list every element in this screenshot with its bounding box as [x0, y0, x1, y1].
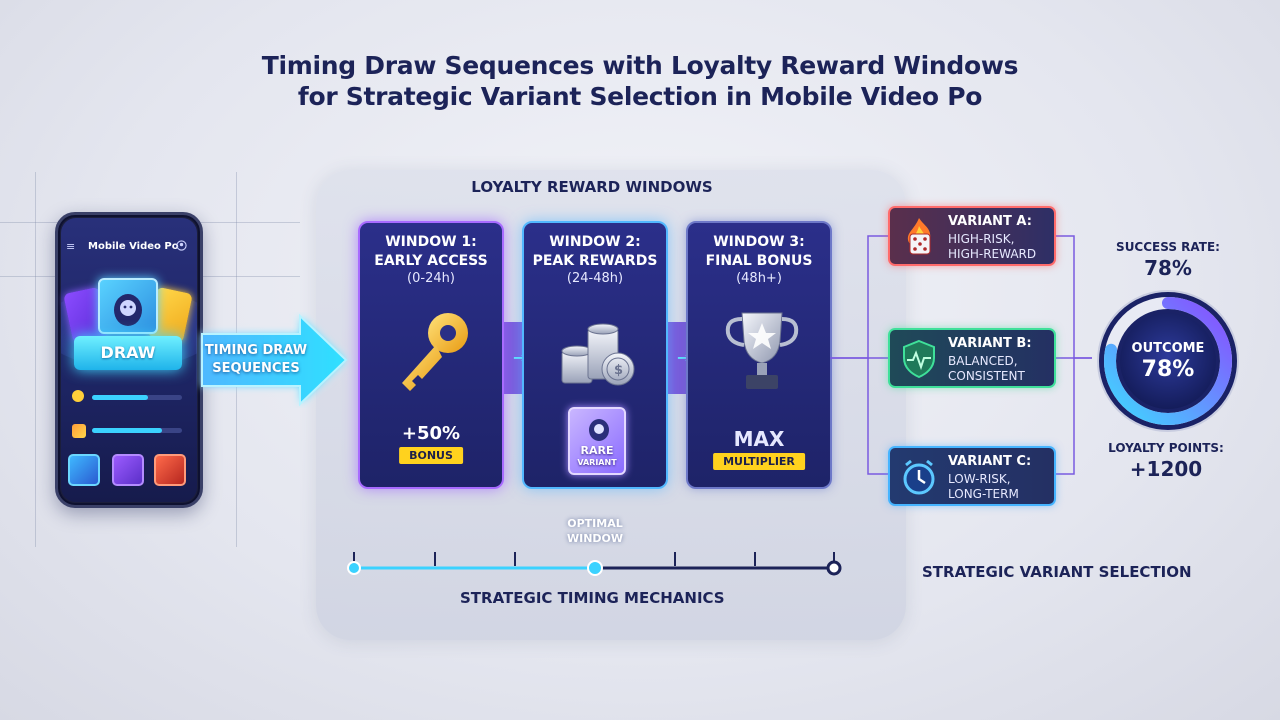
variant-c-desc-line-1: LOW-RISK,: [948, 472, 1011, 486]
window-1-tag: BONUS: [399, 447, 463, 464]
svg-text:$: $: [614, 363, 623, 378]
alarm-clock-icon: [903, 459, 935, 495]
window-3-title-line-2: FINAL BONUS: [705, 253, 813, 269]
timing-mechanics-label: STRATEGIC TIMING MECHANICS: [460, 589, 725, 607]
hamburger-icon[interactable]: ≡: [66, 240, 76, 253]
variant-b-desc: BALANCED, CONSISTENT: [948, 354, 1025, 384]
badge-icon: [72, 424, 86, 438]
user-icon[interactable]: [176, 240, 187, 254]
variant-c-card[interactable]: VARIANT C: LOW-RISK, LONG-TERM: [888, 446, 1056, 506]
variant-b-title: VARIANT B:: [948, 336, 1032, 351]
timing-flow-label-line-1: TIMING DRAW: [204, 343, 308, 358]
hooded-figure-icon: [589, 419, 609, 441]
window-2-range: (24-48h): [566, 271, 624, 286]
window-card-3: WINDOW 3: FINAL BONUS (48h+) MAX MULTIPL…: [686, 221, 832, 489]
variant-selection-label: STRATEGIC VARIANT SELECTION: [922, 563, 1192, 581]
window-card-2: WINDOW 2: PEAK REWARDS (24-48h) $ RARE V…: [522, 221, 668, 489]
window-3-title-line-1: WINDOW 3:: [713, 234, 805, 250]
trophy-icon: [725, 312, 799, 389]
window-card-1: WINDOW 1: EARLY ACCESS (0-24h) +50% BONU…: [358, 221, 504, 489]
window-2-title-line-1: WINDOW 2:: [549, 234, 641, 250]
title-line-2: for Strategic Variant Selection in Mobil…: [297, 82, 983, 111]
window-1-title-line-2: EARLY ACCESS: [374, 253, 488, 269]
variant-a-card[interactable]: VARIANT A: HIGH-RISK, HIGH-REWARD: [888, 206, 1056, 266]
thumbnail-purple[interactable]: [112, 454, 144, 486]
window-2-title: WINDOW 2: PEAK REWARDS: [524, 233, 666, 271]
loyalty-points-label: LOYALTY POINTS:: [1108, 441, 1224, 455]
variant-b-desc-line-2: CONSISTENT: [948, 369, 1025, 383]
coin-icon: [72, 390, 84, 402]
optimal-window-label: OPTIMAL WINDOW: [545, 516, 645, 546]
outcome-ring-arc: [1104, 297, 1232, 425]
rare-variant-card: RARE VARIANT: [568, 407, 626, 475]
window-2-title-line-2: PEAK REWARDS: [532, 253, 658, 269]
outcome-ring-value: 78%: [1141, 357, 1195, 382]
window-1-title-line-1: WINDOW 1:: [385, 234, 477, 250]
outcome-ring-label: OUTCOME: [1131, 341, 1205, 356]
rare-variant-card-line-1: RARE: [580, 444, 614, 457]
variant-a-desc: HIGH-RISK, HIGH-REWARD: [948, 232, 1036, 262]
success-rate-value: 78%: [1144, 256, 1192, 280]
thumbnail-red[interactable]: [154, 454, 186, 486]
variant-c-desc: LOW-RISK, LONG-TERM: [948, 472, 1019, 502]
window-1-big-value: +50%: [401, 423, 461, 444]
variant-a-desc-line-1: HIGH-RISK,: [948, 232, 1015, 246]
timing-flow-label-line-2: SEQUENCES: [212, 361, 300, 376]
outcome-ring: [1097, 290, 1239, 432]
card-center: [98, 278, 158, 334]
rare-variant-card-line-2: VARIANT: [577, 458, 617, 467]
fire-dice-icon: [907, 218, 931, 255]
timeline: [347, 552, 842, 576]
variant-c-title: VARIANT C:: [948, 454, 1032, 469]
page-title: Timing Draw Sequences with Loyalty Rewar…: [140, 50, 1140, 112]
shield-pulse-icon: [903, 339, 935, 379]
optimal-window-line-1: OPTIMAL: [567, 517, 623, 530]
hooded-figure-icon: [114, 294, 142, 326]
variant-a-desc-line-2: HIGH-REWARD: [948, 247, 1037, 261]
progress-fill-1: [92, 395, 148, 400]
grid-line: [35, 172, 36, 547]
progress-fill-2: [92, 428, 162, 433]
window-3-tag: MULTIPLIER: [713, 453, 805, 470]
window-1-title: WINDOW 1: EARLY ACCESS: [360, 233, 502, 271]
variant-c-desc-line-2: LONG-TERM: [948, 487, 1019, 501]
window-3-range: (48h+): [736, 271, 782, 286]
thumbnail-blue[interactable]: [68, 454, 100, 486]
variant-a-title: VARIANT A:: [948, 214, 1032, 229]
window-1-range: (0-24h): [407, 271, 455, 286]
variant-connectors: [830, 235, 1092, 475]
app-title: Mobile Video Po: [88, 241, 179, 252]
key-icon: [402, 313, 468, 391]
reward-windows-heading: LOYALTY REWARD WINDOWS: [471, 178, 713, 196]
variant-b-card[interactable]: VARIANT B: BALANCED, CONSISTENT: [888, 328, 1056, 388]
timing-flow-label: TIMING DRAW SEQUENCES: [204, 342, 308, 378]
optimal-window-line-2: WINDOW: [566, 532, 624, 545]
window-3-big-value: MAX: [733, 427, 785, 451]
loyalty-points-value: +1200: [1129, 457, 1203, 481]
draw-button[interactable]: DRAW: [74, 336, 182, 370]
title-line-1: Timing Draw Sequences with Loyalty Rewar…: [261, 51, 1019, 80]
window-3-title: WINDOW 3: FINAL BONUS: [688, 233, 830, 271]
variant-b-desc-line-1: BALANCED,: [948, 354, 1018, 368]
coins-icon: $: [561, 323, 635, 386]
timing-flow-arrow: [201, 313, 348, 407]
success-rate-label: SUCCESS RATE:: [1116, 240, 1220, 254]
